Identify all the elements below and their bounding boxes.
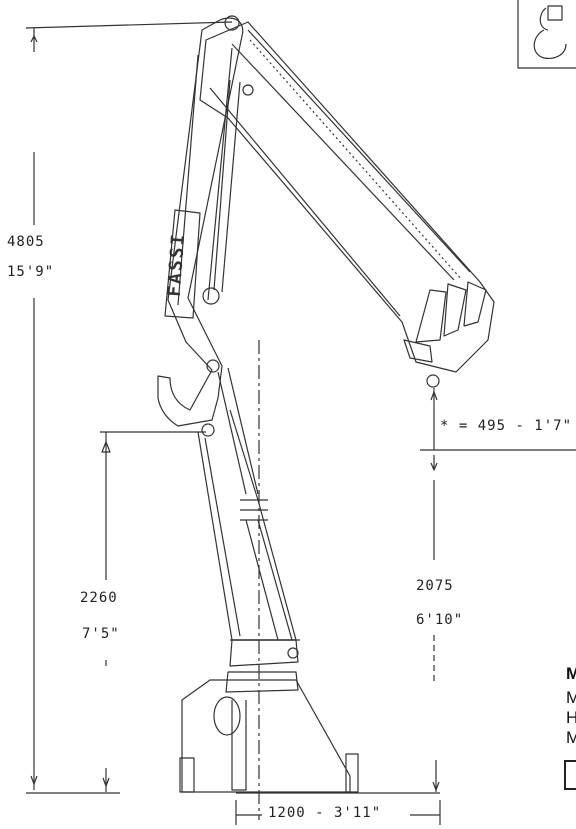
base-foot-right (345, 753, 359, 793)
outer-boom (199, 21, 495, 388)
inner-boom-cylinder (213, 79, 241, 293)
column-pin (287, 647, 299, 659)
top-reference-line (25, 21, 233, 29)
hook-offset-label: * = 495 - 1'7" (440, 418, 573, 434)
crane-base (179, 639, 359, 793)
legend-line-2: H. (566, 708, 576, 727)
legend-line-1: M (566, 688, 576, 707)
outer-boom-pin (242, 84, 254, 96)
legend-line-3: M (566, 728, 576, 747)
pivot-height-ftin-label: 7'5" (82, 626, 120, 642)
hook-pin (426, 374, 440, 388)
hook-inset (517, 0, 576, 69)
fassi-logo-text: FASSI (164, 232, 189, 297)
total-height-mm-label: 4805 (7, 234, 45, 250)
crane-column (197, 409, 300, 659)
inner-boom (157, 15, 244, 437)
lift-cylinder (217, 367, 293, 641)
dimension-lines (25, 21, 576, 825)
base-foot-left (179, 757, 195, 793)
hook-height-mm-label: 2075 (416, 578, 454, 594)
pivot-pin (201, 423, 215, 437)
logo-plate (164, 209, 201, 319)
total-height-ftin-label: 15'9" (7, 264, 55, 280)
pivot-height-mm-label: 2260 (80, 590, 118, 606)
legend-box (564, 760, 576, 790)
link-pin (206, 359, 220, 373)
base-width-label: 1200 - 3'11" (268, 805, 382, 821)
boom-pivot-pin (224, 15, 240, 31)
legend-heading: M (566, 664, 576, 683)
inner-cylinder-pin (202, 287, 220, 305)
base-ring (213, 696, 241, 736)
hook-height-ftin-label: 6'10" (416, 612, 464, 628)
